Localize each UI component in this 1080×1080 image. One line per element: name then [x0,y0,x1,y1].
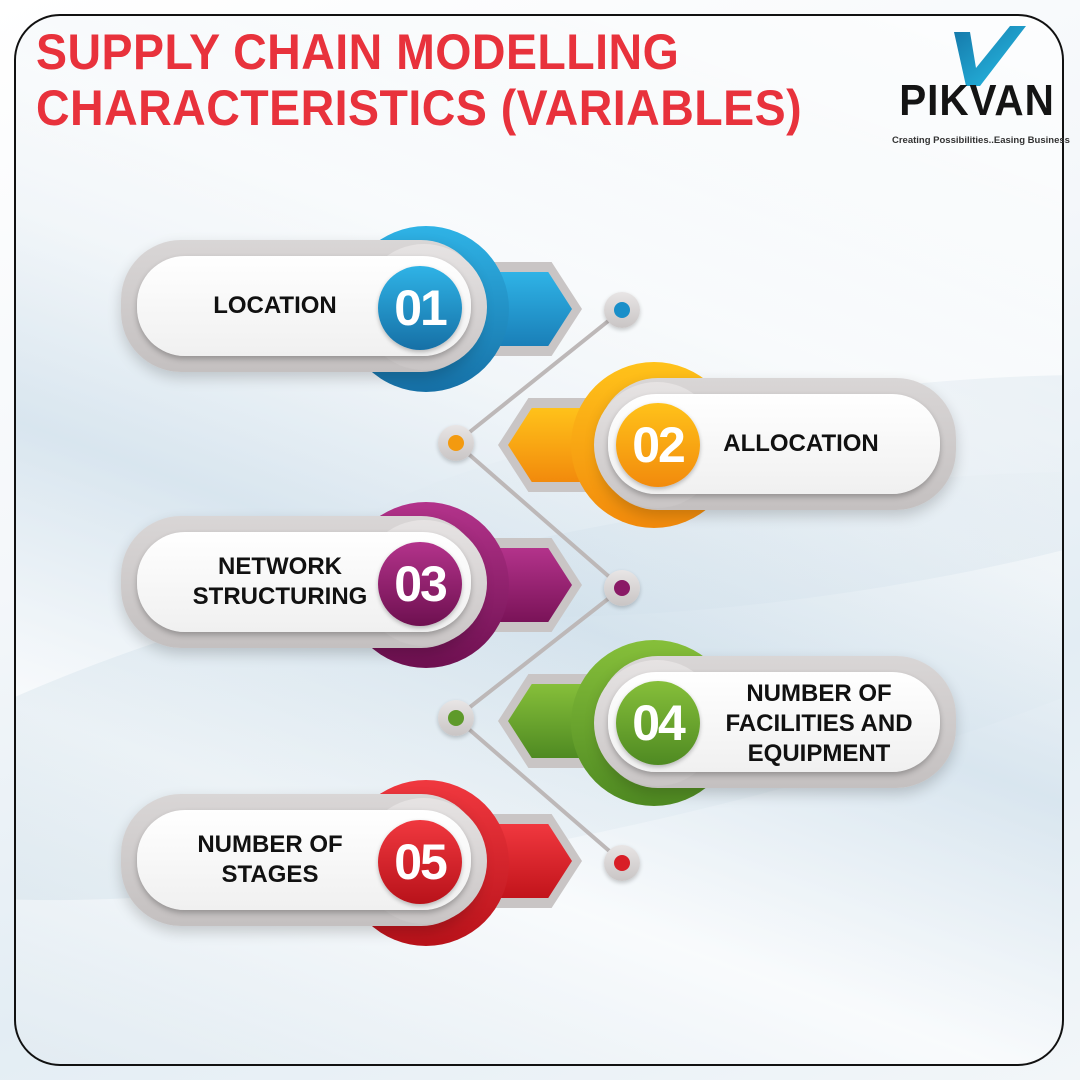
step-label-line: NUMBER OF [746,680,892,707]
step-number-badge: 01 [378,266,462,350]
node-dot [614,580,630,596]
step-label: LOCATION [213,292,337,319]
pikvan-logo: PIKVAN Creating Possibilities..Easing Bu… [892,24,1070,154]
step-number-badge: 04 [616,681,700,765]
title-line-2: CHARACTERISTICS (VARIABLES) [36,80,803,136]
node-dot [448,435,464,451]
step-label-line: FACILITIES AND [725,710,913,737]
step-number-badge: 03 [378,542,462,626]
page-title: SUPPLY CHAIN MODELLING CHARACTERISTICS (… [36,24,802,136]
connector-node [604,292,640,328]
step-label-line: EQUIPMENT [747,740,891,767]
connector-node [438,425,474,461]
node-dot [448,710,464,726]
connector-node [438,700,474,736]
step-label-line: STRUCTURING [192,583,368,610]
step-label: NUMBER OF STAGES [150,824,390,896]
connector-node [604,570,640,606]
step-label-line: NUMBER OF [197,831,343,858]
logo-tagline: Creating Possibilities..Easing Business [892,135,1070,146]
node-dot [614,855,630,871]
step-number-badge: 05 [378,820,462,904]
checkmark-v-icon [954,26,1026,86]
title-line-1: SUPPLY CHAIN MODELLING [36,24,680,80]
step-label-line: NETWORK [218,553,342,580]
step-label: ALLOCATION [723,430,879,457]
logo-wordmark: PIKVAN [899,76,1055,125]
step-label: NUMBER OF FACILITIES AND EQUIPMENT [714,676,924,772]
connector-node [604,845,640,881]
node-dot [614,302,630,318]
step-number-badge: 02 [616,403,700,487]
step-label: NETWORK STRUCTURING [160,546,400,618]
step-label-line: STAGES [221,861,319,888]
